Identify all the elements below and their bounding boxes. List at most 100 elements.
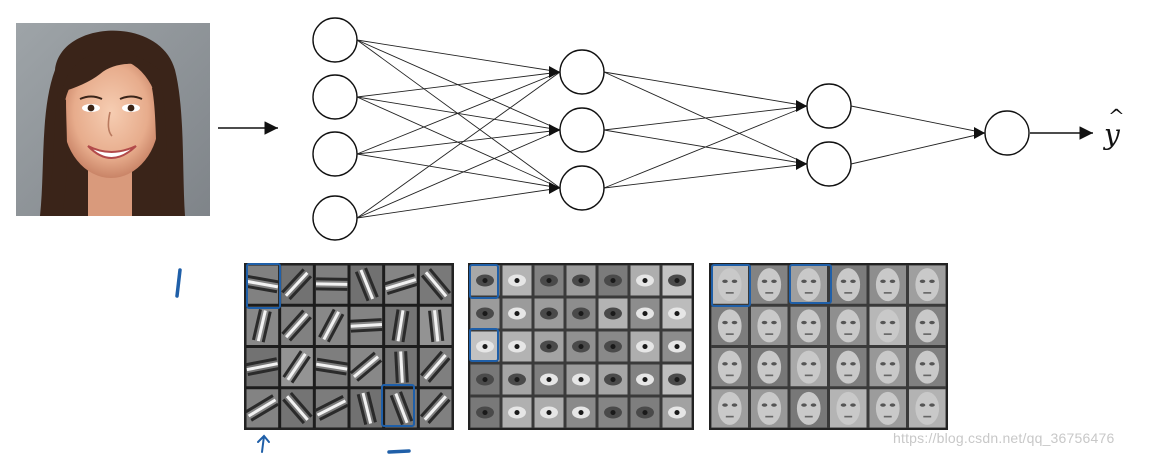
feature-tile	[711, 306, 748, 345]
feature-tile	[502, 364, 532, 395]
feature-tile	[662, 298, 692, 329]
connection-line	[356, 71, 561, 219]
arrowhead	[549, 66, 560, 78]
arrowhead	[549, 124, 560, 136]
feature-tile	[751, 348, 788, 387]
connection-line	[356, 39, 561, 73]
neuron-node	[806, 141, 852, 187]
output-letter: y	[1104, 118, 1120, 151]
feature-tile	[246, 306, 279, 345]
connection-line	[356, 39, 561, 189]
output-label: ^y	[1104, 104, 1125, 151]
feature-tile	[350, 265, 383, 304]
feature-tile	[711, 389, 748, 428]
part-features-panel	[468, 263, 694, 430]
feature-tile	[630, 364, 660, 395]
feature-tile	[909, 265, 946, 304]
neuron-node	[312, 74, 358, 120]
feature-tile	[502, 298, 532, 329]
feature-tile	[349, 348, 383, 387]
output-hat: ^	[1108, 104, 1125, 128]
highlight-box	[381, 384, 415, 427]
feature-tile	[909, 348, 946, 387]
feature-tile	[566, 265, 596, 296]
feature-tile	[470, 298, 500, 329]
connection-line	[603, 163, 808, 189]
connection-line	[356, 96, 561, 131]
input-face-photo	[16, 23, 210, 216]
feature-tile	[383, 265, 418, 304]
feature-tile	[470, 331, 500, 362]
feature-tile	[790, 389, 827, 428]
highlight-box	[246, 263, 281, 309]
neuron-node	[559, 107, 605, 153]
feature-tile	[869, 265, 906, 304]
feature-tile	[245, 265, 279, 304]
connection-line	[850, 132, 986, 165]
annotation-layer-mark	[175, 268, 182, 298]
annotation-up-arrow	[257, 434, 270, 453]
feature-tile	[830, 348, 867, 387]
feature-tile	[711, 265, 748, 304]
feature-tile	[869, 306, 906, 345]
feature-tile	[419, 348, 452, 387]
highlight-box	[711, 264, 751, 307]
feature-tile	[662, 364, 692, 395]
feature-tile	[281, 348, 313, 387]
feature-tile	[502, 265, 532, 296]
face-features-panel	[709, 263, 948, 430]
feature-tile	[662, 265, 692, 296]
connection-line	[356, 187, 561, 219]
network-nodes	[312, 17, 1030, 241]
feature-tile	[534, 265, 564, 296]
feature-tile	[534, 364, 564, 395]
connection-line	[356, 71, 561, 98]
feature-tile	[662, 397, 692, 428]
feature-tile	[790, 348, 827, 387]
connection-line	[356, 129, 561, 155]
watermark-text: https://blog.csdn.net/qq_36756476	[893, 430, 1115, 446]
feature-tile	[350, 389, 383, 428]
feature-tile	[598, 331, 628, 362]
neuron-node	[312, 131, 358, 177]
feature-tile	[909, 389, 946, 428]
highlight-box	[469, 264, 499, 299]
neuron-node	[806, 83, 852, 129]
feature-tile	[751, 265, 788, 304]
feature-tile	[751, 389, 788, 428]
feature-tile	[534, 298, 564, 329]
feature-tile	[281, 389, 313, 428]
connection-line	[603, 105, 808, 131]
feature-tile	[630, 298, 660, 329]
feature-tile	[385, 348, 417, 387]
feature-tile	[790, 306, 827, 345]
annotation-dash	[387, 449, 411, 454]
feature-tile	[315, 348, 349, 387]
feature-tile	[790, 265, 827, 304]
feature-tile	[315, 265, 348, 304]
connection-line	[356, 96, 561, 189]
feature-tile	[630, 331, 660, 362]
feature-tile	[245, 348, 279, 387]
feature-tile	[534, 331, 564, 362]
feature-tile	[662, 331, 692, 362]
feature-tile	[830, 306, 867, 345]
feature-tile	[281, 265, 313, 304]
feature-tile	[502, 397, 532, 428]
feature-tile	[566, 331, 596, 362]
feature-tile	[470, 397, 500, 428]
connection-line	[356, 39, 561, 131]
arrowhead	[549, 182, 560, 194]
connection-line	[356, 129, 561, 219]
neuron-node	[559, 165, 605, 211]
network-connections	[356, 39, 986, 219]
connection-line	[850, 105, 986, 134]
feature-tile	[385, 389, 417, 428]
feature-tile	[869, 348, 906, 387]
neuron-node	[312, 17, 358, 63]
feature-tile	[385, 306, 417, 345]
neuron-node	[312, 195, 358, 241]
feature-tile	[534, 397, 564, 428]
feature-tile	[470, 265, 500, 296]
neuron-node	[559, 49, 605, 95]
